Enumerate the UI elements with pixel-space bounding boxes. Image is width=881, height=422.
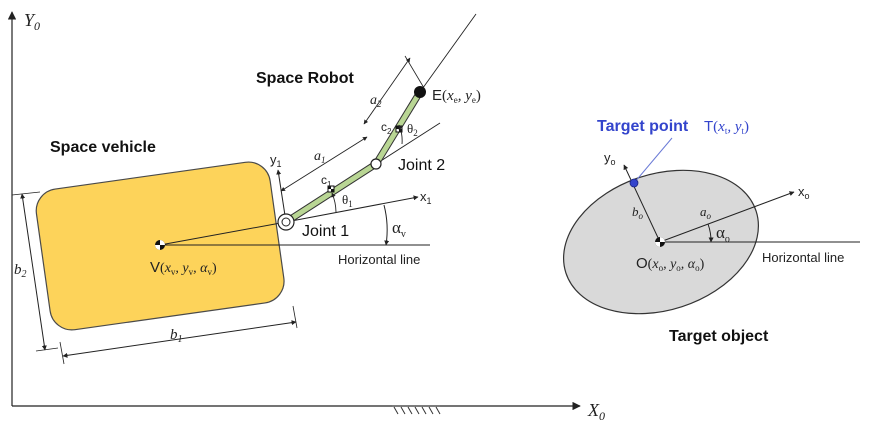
alpha-o-arc bbox=[707, 223, 714, 243]
target-object-title: Target object bbox=[669, 328, 769, 345]
y1-label: y1 bbox=[270, 152, 282, 169]
target-center-marker bbox=[655, 237, 665, 247]
yo-axis bbox=[623, 164, 661, 243]
y1-axis bbox=[276, 169, 287, 223]
link2-extension-line bbox=[419, 13, 477, 93]
theta2-arc bbox=[398, 124, 403, 145]
target-point-label: Target point bbox=[597, 118, 689, 135]
xo-label: xo bbox=[798, 184, 810, 201]
b2-dimension-line bbox=[20, 193, 47, 351]
a2-ext bbox=[404, 55, 425, 89]
space-vehicle-title: Space vehicle bbox=[50, 139, 156, 156]
ground-hatch bbox=[392, 405, 441, 415]
alpha-o-label: αo bbox=[716, 223, 730, 245]
joint1-marker bbox=[277, 213, 295, 231]
b1-ext-right bbox=[292, 305, 298, 329]
bo-label: bo bbox=[632, 204, 644, 221]
x1-axis bbox=[285, 195, 419, 223]
end-effector-label: E(xe, ye) bbox=[432, 87, 481, 105]
target-point-coords: T(xt, yt) bbox=[704, 118, 749, 136]
c1-label: c1 bbox=[321, 173, 332, 189]
a1-dimension-line bbox=[280, 136, 368, 192]
b2-ext-bottom bbox=[35, 347, 59, 352]
c2-label: c2 bbox=[381, 120, 392, 136]
theta1-label: θ1 bbox=[342, 192, 353, 209]
x1-label: x1 bbox=[420, 189, 432, 206]
b1-ext-left bbox=[59, 341, 65, 365]
joint1-label: Joint 1 bbox=[302, 223, 349, 240]
a2-label: a2 bbox=[370, 93, 382, 109]
a2-dimension-line bbox=[363, 57, 411, 125]
target-horizontal-line-label: Horizontal line bbox=[762, 250, 844, 265]
target-point-leader bbox=[633, 137, 673, 184]
vehicle-center-label: V(xv, yv, αv) bbox=[150, 259, 217, 277]
target-point-marker bbox=[629, 178, 639, 188]
vehicle-center-marker bbox=[155, 240, 165, 250]
joint2-label: Joint 2 bbox=[398, 157, 445, 174]
horizontal-line-label-1: Horizontal line bbox=[338, 252, 420, 267]
alpha-v-label: αv bbox=[392, 218, 406, 240]
y0-axis-label: Y0 bbox=[24, 10, 40, 33]
b2-label: b2 bbox=[14, 262, 27, 280]
link1-extension-line bbox=[375, 122, 441, 165]
joint2-marker bbox=[370, 158, 382, 170]
xo-axis bbox=[659, 191, 795, 243]
yo-label: yo bbox=[604, 150, 616, 167]
theta2-label: θ2 bbox=[407, 121, 418, 138]
target-center-label: O(xo, yo, αo) bbox=[636, 255, 705, 273]
x0-axis-label: X0 bbox=[587, 400, 605, 422]
ao-label: ao bbox=[700, 204, 712, 221]
space-robot-title: Space Robot bbox=[256, 70, 354, 87]
b2-ext-top bbox=[11, 191, 41, 196]
b1-label: b1 bbox=[170, 327, 183, 345]
theta1-arc bbox=[331, 192, 337, 213]
vehicle-to-joint1-line bbox=[159, 221, 287, 246]
b1-dimension-line bbox=[62, 320, 297, 358]
alpha-v-arc bbox=[383, 204, 390, 246]
end-effector-marker bbox=[414, 86, 426, 98]
a1-label: a1 bbox=[314, 149, 326, 165]
